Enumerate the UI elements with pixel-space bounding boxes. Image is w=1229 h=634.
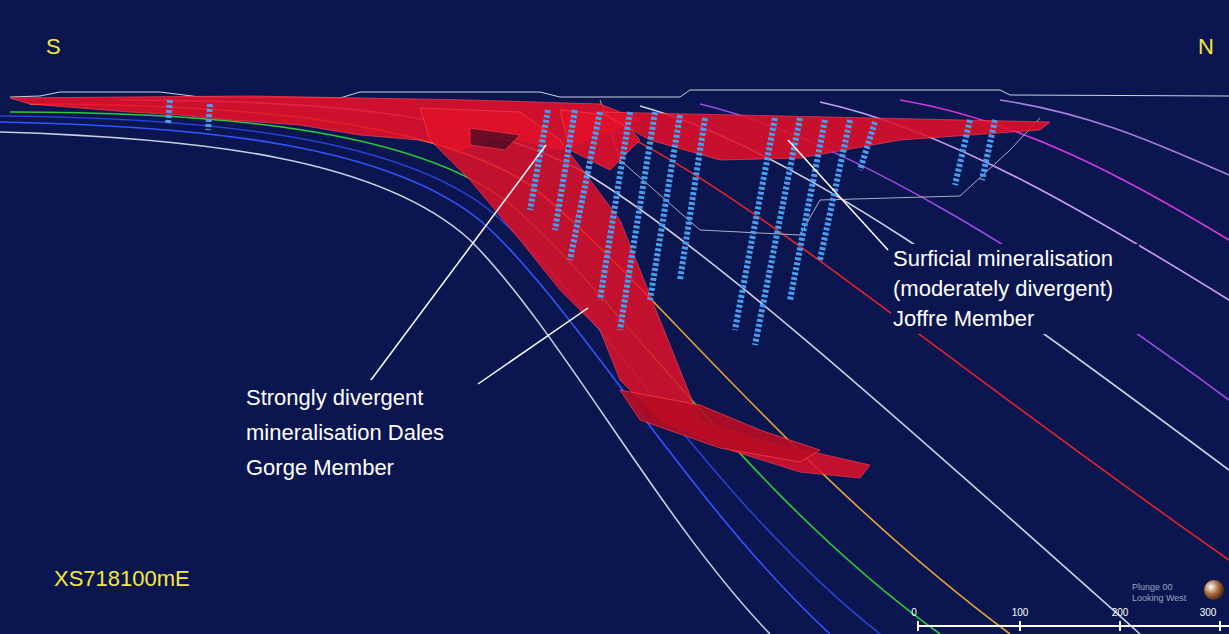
scale-bar xyxy=(918,621,1229,631)
callout-text: Surficial mineralisation (moderately div… xyxy=(891,244,1139,334)
scale-number: 200 xyxy=(1110,607,1131,619)
scale-number: 100 xyxy=(1010,607,1031,619)
callout-text: Strongly divergent mineralisation Dales … xyxy=(244,380,470,485)
drillholes xyxy=(168,100,995,345)
view-note: Looking West xyxy=(1130,593,1188,604)
leader-lines xyxy=(368,140,888,384)
direction-label: S xyxy=(44,34,63,60)
orientation-ball xyxy=(1204,580,1224,600)
scale-number: 0 xyxy=(909,607,919,619)
view-note: Plunge 00 xyxy=(1130,582,1175,593)
section-label: XS718100mE xyxy=(52,566,192,592)
scale-number: 300 xyxy=(1198,607,1219,619)
horizons xyxy=(0,100,1229,634)
direction-label: N xyxy=(1196,34,1216,60)
